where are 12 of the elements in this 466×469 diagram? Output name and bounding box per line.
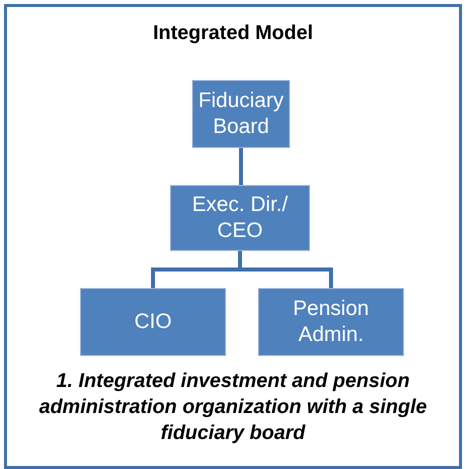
role-box	[170, 185, 310, 251]
connector-line	[238, 251, 333, 288]
role-box	[80, 288, 226, 356]
role-label: CIO	[134, 308, 172, 335]
diagram-caption: 1. Integrated investment and pension administration organization with a single fiduciary board	[38, 369, 428, 446]
role-label: Exec. Dir./ CEO	[191, 192, 289, 244]
diagram-title: Integrated Model	[152, 22, 314, 45]
role-box	[192, 80, 290, 148]
role-box	[258, 288, 404, 356]
role-label: Fiduciary Board	[197, 88, 285, 140]
connector-line	[239, 148, 243, 185]
role-label: Pension Admin.	[292, 296, 370, 348]
